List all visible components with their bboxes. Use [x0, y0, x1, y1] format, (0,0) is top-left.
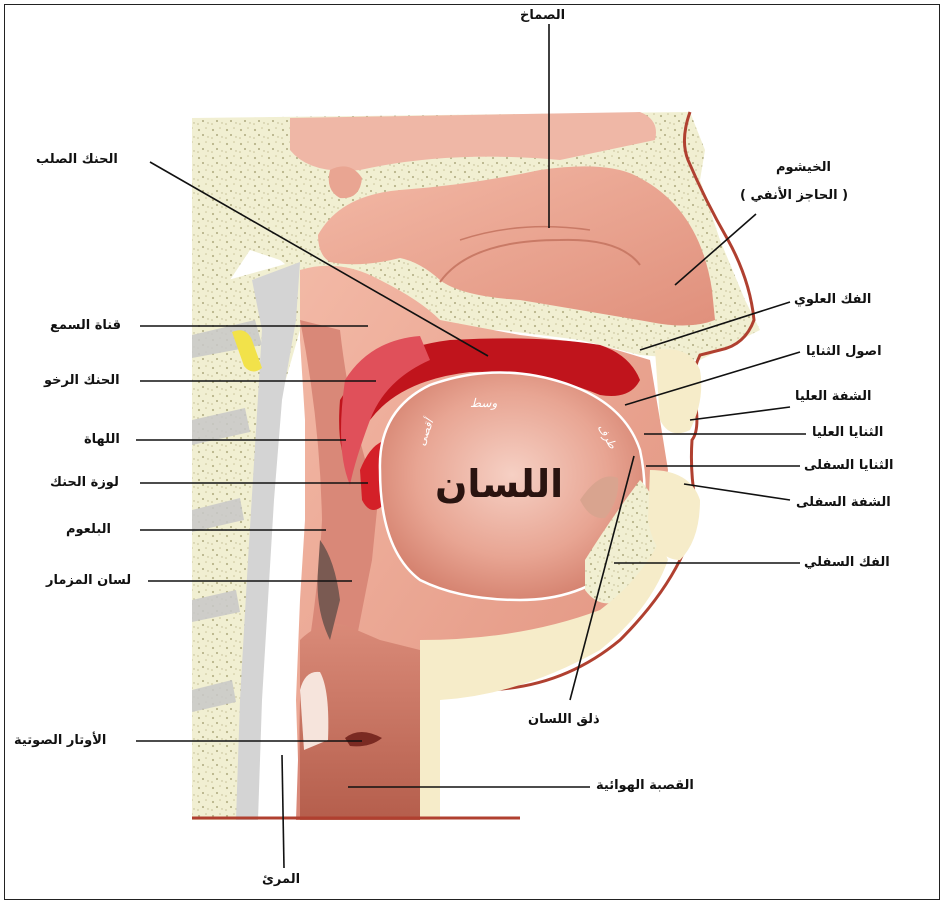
label-esophagus: المرئ: [262, 872, 300, 888]
label-uvula: اللهاة: [84, 432, 120, 448]
label-lower-teeth: الثنايا السفلى: [804, 458, 894, 474]
label-nasal-sub: ( الحاجز الأنفي ): [740, 188, 848, 204]
label-soft-palate: الحنك الرخو: [44, 373, 120, 389]
label-nasal: الخيشوم: [776, 160, 831, 176]
label-upper-lip: الشفة العليا: [795, 389, 872, 405]
label-lower-lip: الشفة السفلى: [796, 495, 891, 511]
label-trachea: القصبة الهوائية: [596, 778, 694, 794]
tongue-middle-label: وسط: [470, 396, 497, 410]
label-tonsil: لوزة الحنك: [50, 475, 119, 491]
airway-gap: [300, 672, 328, 750]
tongue-title: اللسان: [435, 462, 563, 506]
label-ear-canal: الصماخ: [520, 8, 565, 24]
label-upper-jaw: الفك العلوي: [794, 292, 871, 308]
label-pharynx: البلعوم: [66, 522, 111, 538]
label-tongue-tip: ذلق اللسان: [528, 712, 600, 728]
label-hard-palate: الحنك الصلب: [36, 152, 118, 168]
label-eustachian: قناة السمع: [50, 318, 121, 334]
label-upper-teeth: الثنايا العليا: [812, 425, 883, 441]
label-epiglottis: لسان المزمار: [46, 573, 131, 589]
label-lower-jaw: الفك السفلي: [804, 555, 890, 571]
label-vocal-cords: الأوتار الصوتية: [14, 733, 106, 749]
upper-teeth: [655, 349, 701, 433]
label-tooth-roots: اصول الثنايا: [806, 344, 882, 360]
